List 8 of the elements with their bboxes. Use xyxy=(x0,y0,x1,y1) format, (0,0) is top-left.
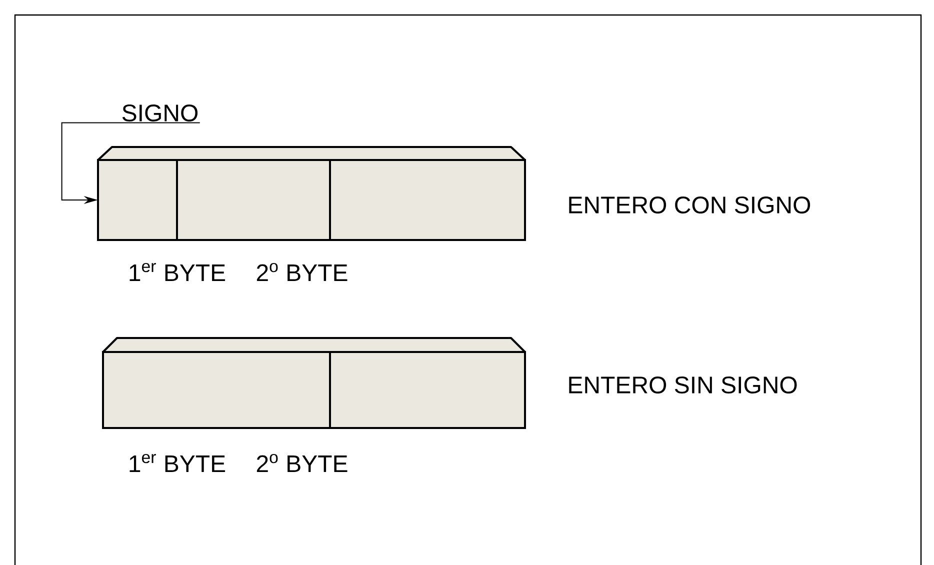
byte-label: 1$^{er}$ BYTE xyxy=(130,262,226,282)
byte-label: 2$^{o}$ BYTE xyxy=(256,262,348,282)
byte-label: 2$^{o}$ BYTE xyxy=(256,454,348,472)
byte-label: 1$^{er}$ BYTE xyxy=(130,454,226,472)
register-caption: ENTERO SIN SIGNO xyxy=(569,376,797,394)
signo-label: SIGNO xyxy=(122,104,198,122)
sign-bit-cell xyxy=(97,159,178,241)
register-caption: ENTERO CON SIGNO xyxy=(569,196,810,214)
